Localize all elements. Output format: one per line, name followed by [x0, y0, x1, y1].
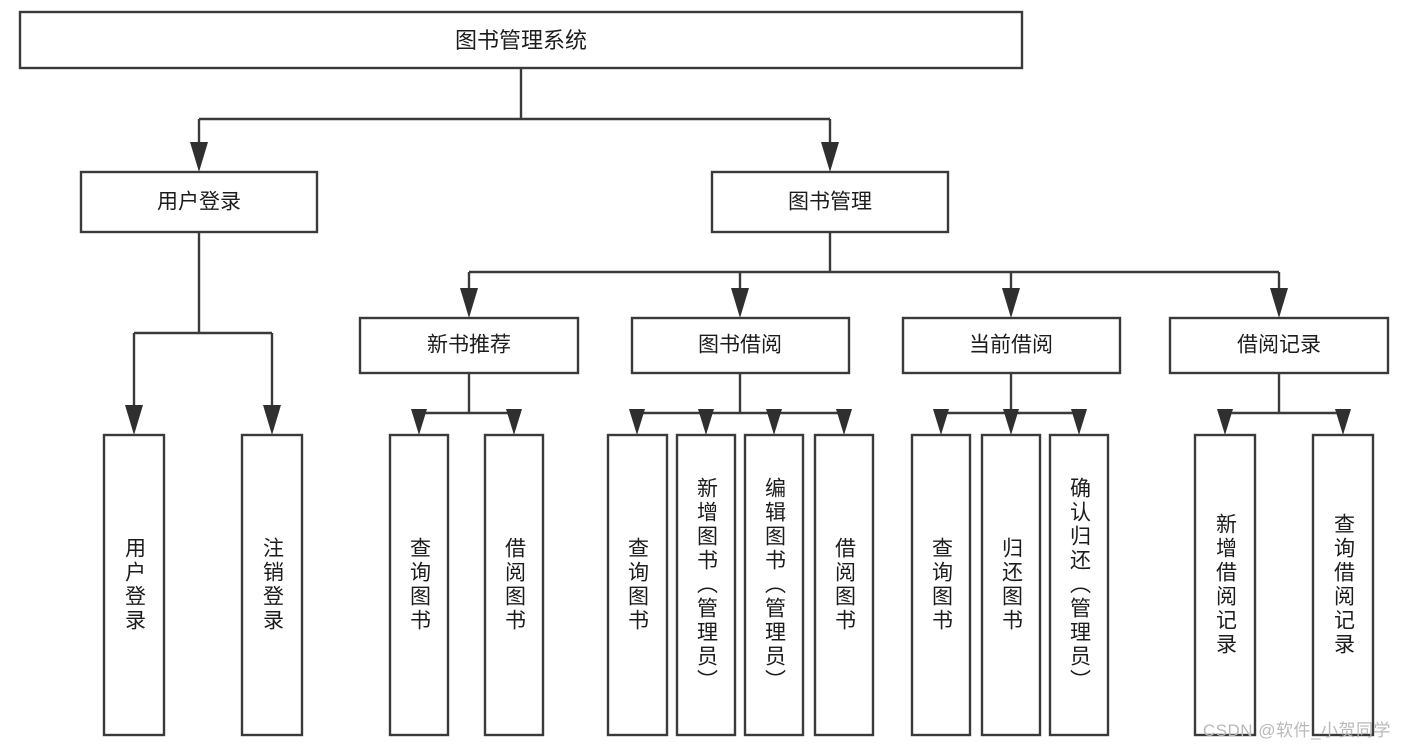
node-current-borrow-label: 当前借阅 [969, 334, 1053, 357]
leaf-node-borrow-book-1[interactable]: 借阅图书 [483, 433, 545, 737]
leaf-edit-book-label: 编辑图书（管理员） [763, 477, 787, 693]
arrow-head-icon [411, 409, 427, 435]
arrow-head-icon [731, 288, 749, 318]
arrow-head-icon [821, 142, 839, 172]
leaf-borrow-book-2-label: 借阅图书 [833, 537, 857, 633]
leaf-logout-login-box[interactable] [240, 433, 304, 737]
arrow-head-icon [1270, 288, 1288, 318]
leaf-query-book-1-box[interactable] [388, 433, 450, 737]
leaf-return-book-box[interactable] [980, 433, 1042, 737]
leaf-borrow-book-1-box[interactable] [483, 433, 545, 737]
leaf-user-login-box[interactable] [102, 433, 166, 737]
arrow-head-icon [125, 405, 143, 435]
leaf-confirm-return-label: 确认归还（管理员） [1068, 477, 1092, 693]
leaf-confirm-return-box[interactable] [1048, 433, 1110, 737]
leaf-node-query-record[interactable]: 查询借阅记录 [1311, 433, 1375, 737]
leaf-add-record-box[interactable] [1193, 433, 1257, 737]
arrow-head-icon [460, 288, 478, 318]
leaf-borrow-book-2-box[interactable] [813, 433, 875, 737]
leaf-user-login-label: 用户登录 [123, 537, 147, 633]
node-root-label: 图书管理系统 [455, 28, 587, 53]
node-root-box[interactable] [18, 10, 1024, 70]
leaf-node-add-record[interactable]: 新增借阅记录 [1193, 433, 1257, 737]
leaf-query-book-2-box[interactable] [606, 433, 669, 737]
leaf-node-query-book-1[interactable]: 查询图书 [388, 433, 450, 737]
node-new-book-rec-box[interactable] [358, 316, 580, 375]
node-book-manage[interactable]: 图书管理 [710, 170, 950, 234]
leaf-add-book-box[interactable] [675, 433, 737, 737]
arrow-head-icon [766, 409, 782, 435]
arrow-head-icon [263, 405, 281, 435]
leaf-node-confirm-return[interactable]: 确认归还（管理员） [1048, 433, 1110, 737]
leaf-edit-book-box[interactable] [743, 433, 805, 737]
leaf-logout-login-label: 注销登录 [261, 537, 285, 633]
node-new-book-rec[interactable]: 新书推荐 [358, 316, 580, 375]
arrow-head-icon [1002, 288, 1020, 318]
node-user-login[interactable]: 用户登录 [79, 170, 319, 234]
arrow-head-icon [933, 409, 949, 435]
node-root[interactable]: 图书管理系统 [18, 10, 1024, 70]
arrow-head-icon [698, 409, 714, 435]
leaf-node-borrow-book-2[interactable]: 借阅图书 [813, 433, 875, 737]
arrow-head-icon [190, 142, 208, 172]
leaf-query-book-2-label: 查询图书 [626, 537, 650, 633]
node-borrow-record-box[interactable] [1168, 316, 1390, 375]
arrow-head-icon [1003, 409, 1019, 435]
leaf-node-user-login[interactable]: 用户登录 [102, 433, 166, 737]
node-borrow-record-label: 借阅记录 [1237, 334, 1321, 357]
node-user-login-label: 用户登录 [157, 191, 241, 214]
arrow-head-icon [1071, 409, 1087, 435]
arrow-head-icon [1217, 409, 1233, 435]
node-new-book-rec-label: 新书推荐 [427, 334, 511, 357]
arrow-head-icon [629, 409, 645, 435]
node-current-borrow-box[interactable] [901, 316, 1122, 375]
leaf-node-query-book-2[interactable]: 查询图书 [606, 433, 669, 737]
arrow-head-icon [1335, 409, 1351, 435]
leaf-add-book-label: 新增图书（管理员） [695, 477, 719, 693]
leaf-add-record-label: 新增借阅记录 [1214, 513, 1238, 657]
leaf-query-record-label: 查询借阅记录 [1332, 513, 1356, 657]
connector-group [125, 68, 1351, 435]
node-book-manage-box[interactable] [710, 170, 950, 234]
leaf-query-book-3-box[interactable] [910, 433, 972, 737]
arrow-head-icon [836, 409, 852, 435]
node-book-borrow-label: 图书借阅 [698, 334, 782, 357]
node-book-manage-label: 图书管理 [788, 191, 872, 214]
node-book-borrow-box[interactable] [630, 316, 851, 375]
leaf-node-return-book[interactable]: 归还图书 [980, 433, 1042, 737]
node-borrow-record[interactable]: 借阅记录 [1168, 316, 1390, 375]
leaf-query-record-box[interactable] [1311, 433, 1375, 737]
node-user-login-box[interactable] [79, 170, 319, 234]
leaf-node-query-book-3[interactable]: 查询图书 [910, 433, 972, 737]
leaf-query-book-3-label: 查询图书 [930, 537, 954, 633]
leaf-borrow-book-1-label: 借阅图书 [503, 537, 527, 633]
leaf-query-book-1-label: 查询图书 [408, 537, 432, 633]
leaf-node-add-book[interactable]: 新增图书（管理员） [675, 433, 737, 737]
leaf-node-edit-book[interactable]: 编辑图书（管理员） [743, 433, 805, 737]
leaf-node-logout-login[interactable]: 注销登录 [240, 433, 304, 737]
node-current-borrow[interactable]: 当前借阅 [901, 316, 1122, 375]
arrow-head-icon [506, 409, 522, 435]
leaf-return-book-label: 归还图书 [1000, 537, 1024, 633]
node-book-borrow[interactable]: 图书借阅 [630, 316, 851, 375]
